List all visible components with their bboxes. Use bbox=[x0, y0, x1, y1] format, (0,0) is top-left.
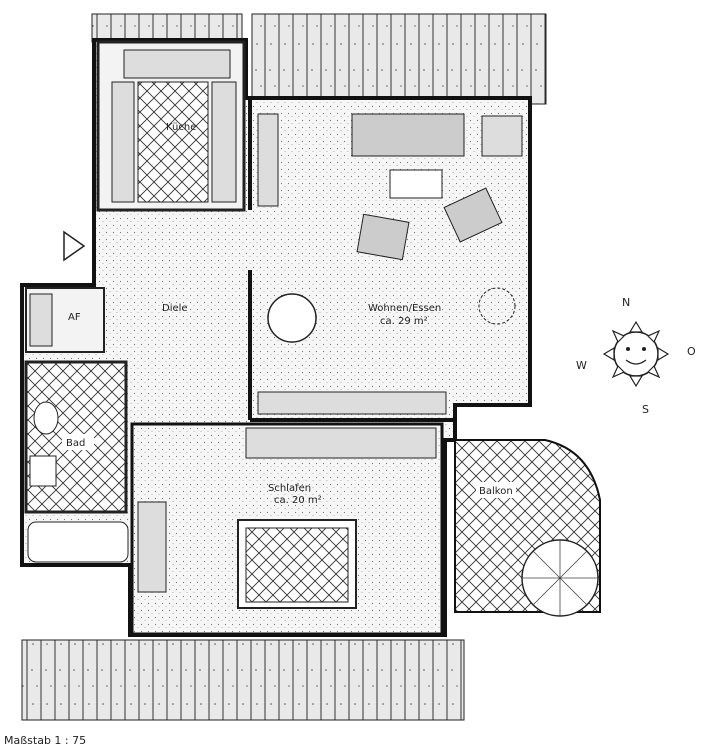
entrance-arrow-icon bbox=[63, 230, 86, 262]
scale-label: Maßstab 1 : 75 bbox=[4, 734, 87, 747]
bedroom-area: ca. 20 m² bbox=[274, 495, 322, 506]
utility-shelf bbox=[29, 293, 53, 347]
kitchen-label: Küche bbox=[166, 122, 196, 133]
balcony-label-bg bbox=[476, 482, 516, 498]
roof-top-left bbox=[91, 13, 243, 43]
sun-smile bbox=[625, 359, 647, 365]
sun-eye-left bbox=[626, 347, 630, 351]
compass-east: O bbox=[687, 345, 696, 358]
cabinet-row bbox=[257, 391, 447, 415]
living-label: Wohnen/Essen bbox=[368, 303, 441, 314]
roof-bottom bbox=[21, 639, 465, 721]
sink-icon bbox=[29, 455, 57, 487]
living-area: ca. 29 m² bbox=[380, 316, 428, 327]
compass: N O S W bbox=[576, 296, 696, 416]
armchair-right bbox=[443, 187, 503, 243]
bedroom-wardrobe bbox=[245, 427, 437, 459]
kitchen-counter-top bbox=[123, 49, 231, 79]
bedroom-label: Schlafen bbox=[268, 483, 311, 494]
sideboard bbox=[257, 113, 279, 207]
bed-quilt bbox=[245, 527, 349, 603]
bathtub-icon bbox=[27, 521, 129, 563]
bedroom-desk bbox=[137, 501, 167, 593]
toilet-icon bbox=[33, 401, 59, 435]
bath-label-bg bbox=[62, 434, 94, 450]
compass-north: N bbox=[622, 296, 630, 309]
bathroom-label: Bad bbox=[66, 438, 85, 449]
plant-icon bbox=[478, 287, 516, 325]
sun-eye-right bbox=[642, 347, 646, 351]
sun-rays bbox=[602, 320, 670, 388]
roof-top-right bbox=[251, 13, 547, 105]
kitchen-counter-right bbox=[211, 81, 237, 203]
kitchen-floor-tiles bbox=[137, 81, 209, 203]
desk bbox=[481, 115, 523, 157]
coffee-table bbox=[389, 169, 443, 199]
utility-label: AF bbox=[68, 312, 81, 323]
compass-south: S bbox=[642, 403, 649, 416]
hall-label: Diele bbox=[162, 303, 188, 314]
balcony-label: Balkon bbox=[479, 486, 513, 497]
compass-west: W bbox=[576, 359, 587, 372]
sofa bbox=[351, 113, 465, 157]
umbrella-ribs bbox=[522, 540, 598, 616]
dining-table bbox=[267, 293, 317, 343]
kitchen-counter-left bbox=[111, 81, 135, 203]
armchair-left bbox=[356, 213, 410, 261]
